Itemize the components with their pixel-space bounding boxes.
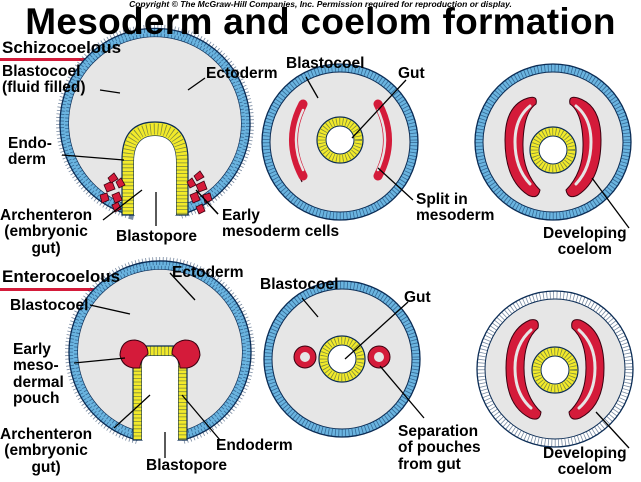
label-entero-archenteron: Archenteron (embryonic gut) <box>0 426 93 476</box>
copyright-notice: Copyright © The McGraw-Hill Companies, I… <box>129 0 512 9</box>
leader-lines <box>61 76 630 458</box>
label-archenteron: Archenteron (embryonic gut) <box>0 207 93 257</box>
label-entero-blastopore: Blastopore <box>146 457 227 474</box>
schizo-gastrula <box>56 24 254 220</box>
label-split-in-mesoderm: Split in mesoderm <box>416 191 495 225</box>
schizocoelous-heading: Schizocoelous <box>2 38 122 57</box>
schizocoelous-rule <box>0 58 150 61</box>
label-ectoderm: Ectoderm <box>206 65 278 82</box>
label-blastocoel: Blastocoel <box>286 55 365 72</box>
schizo-embryo-split <box>261 63 419 221</box>
label-gut: Gut <box>398 65 425 82</box>
label-blastopore: Blastopore <box>116 228 197 245</box>
enterocoelous-heading: Enterocoelous <box>2 267 121 286</box>
entero-embryo-separation <box>263 280 421 438</box>
label-blastocoel-fluid: Blastocoel (fluid filled) <box>2 63 86 97</box>
label-entero-endoderm: Endoderm <box>216 437 293 454</box>
enterocoelous-rule <box>0 288 142 291</box>
label-endoderm: Endo- derm <box>8 135 52 169</box>
label-entero-developing-coelom: Developing coelom <box>543 445 627 479</box>
entero-gastrula <box>65 257 255 445</box>
label-early-mesoderm-cells: Early mesoderm cells <box>222 207 340 241</box>
label-developing-coelom: Developing coelom <box>543 225 627 259</box>
schizo-archenteron-cavity <box>134 136 176 215</box>
label-early-mesodermal-pouch: Early meso- dermal pouch <box>13 341 64 407</box>
label-entero-blastocoel-left: Blastocoel <box>10 297 89 314</box>
schizo-embryo-coelom <box>474 63 632 221</box>
label-entero-gut: Gut <box>404 289 431 306</box>
schizo-mesoderm-cells-right <box>186 170 213 215</box>
schizo-mesoderm-cells-left <box>99 172 126 213</box>
label-entero-blastocoel: Blastocoel <box>260 276 339 293</box>
page-title: Mesoderm and coelom formation <box>25 1 616 42</box>
entero-embryo-coelom <box>476 290 634 448</box>
label-separation-of-pouches: Separation of pouches from gut <box>398 423 481 473</box>
label-entero-ectoderm: Ectoderm <box>172 264 244 281</box>
